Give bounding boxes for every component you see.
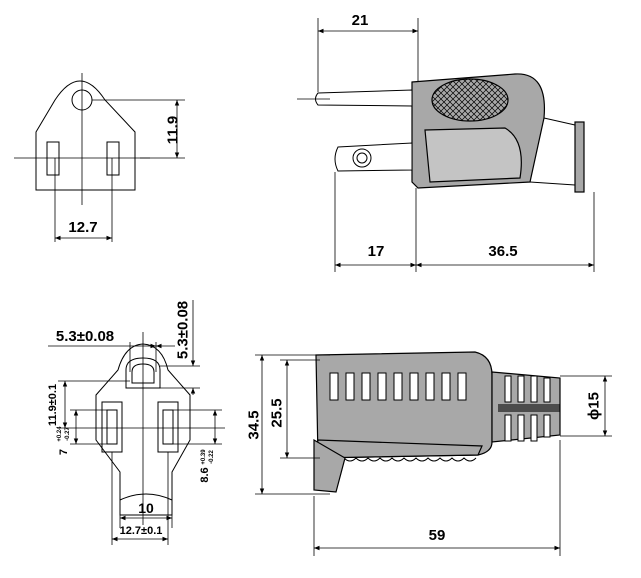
- dim-5-3-horizontal: 5.3±0.08: [56, 328, 114, 345]
- dim-25-5: 25.5: [269, 398, 286, 427]
- socket-front-view: [48, 300, 225, 545]
- dim-8-6: 8.6: [199, 467, 211, 482]
- dim-59: 59: [429, 527, 446, 544]
- dim-21: 21: [352, 12, 369, 29]
- dim-5-3-vertical: 5.3±0.08: [175, 301, 192, 359]
- dim-10: 10: [138, 500, 154, 516]
- dim-34-5: 34.5: [246, 410, 263, 439]
- dim-7-lower-tolerance: -0.27: [65, 427, 71, 441]
- dim-11-9-tolerance: 11.9±0.1: [47, 384, 59, 426]
- plug-side-view: [297, 18, 595, 272]
- dim-11-9: 11.9: [165, 116, 182, 144]
- dim-36-5: 36.5: [488, 243, 517, 260]
- dim-12-7-tolerance: 12.7±0.1: [120, 525, 163, 537]
- socket-side-view: [255, 351, 612, 556]
- dim-17: 17: [368, 243, 385, 260]
- dim-12-7: 12.7: [68, 219, 97, 236]
- dim-8-6-upper-tolerance: +0.39: [201, 449, 207, 465]
- dim-8-6-lower-tolerance: -0.22: [209, 450, 215, 464]
- dim-7-upper-tolerance: +0.24: [57, 426, 63, 442]
- dim-phi-15: ϕ15: [586, 392, 603, 420]
- dim-7: 7: [58, 449, 70, 455]
- plug-front-view: [14, 73, 185, 242]
